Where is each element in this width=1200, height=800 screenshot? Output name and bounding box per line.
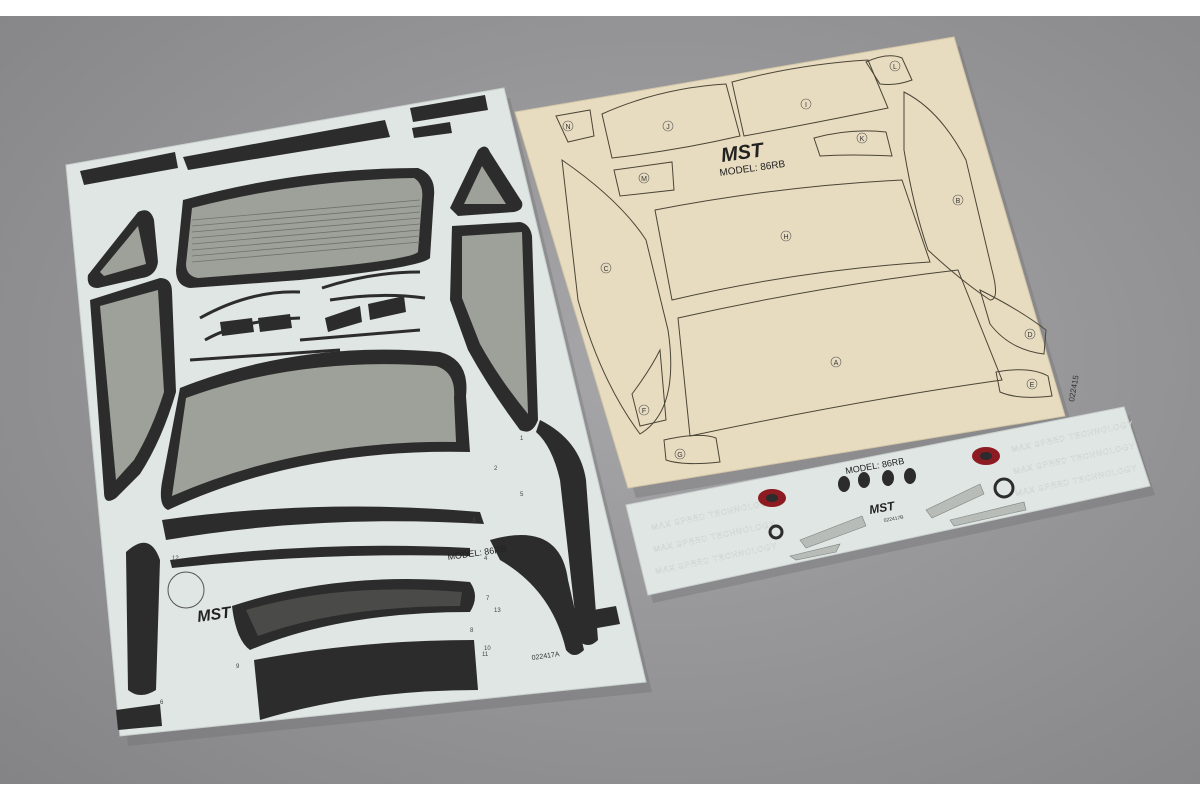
part-number: 9 [236,664,240,670]
part-letter: B [956,198,961,205]
part-number: 1 [520,436,524,442]
quarter-window-right-tint [464,166,506,204]
windshield-tint [172,364,456,496]
bottom-lip-left [116,704,162,730]
part-letter: H [783,234,788,241]
mask-sheet: MST MODEL: 86RB 022415 A B C D E F G H I… [514,36,1081,498]
defroster-lines [191,199,421,263]
bottom-border [0,784,1200,800]
mask-letter-markers: A B C D E F G H I J K L M N [562,60,1038,460]
part-number: 10 [484,646,491,652]
part-number: 12 [172,556,179,562]
part-letter: A [834,360,839,367]
side-window-right-tint [462,232,528,414]
part-letter: D [1027,332,1032,339]
top-strip [183,120,390,170]
white-sheet-logo: MST [196,604,233,626]
strip-decal-sheet: MODEL: 86RB MST 022417B MAX SPEED TECHNO… [625,406,1155,603]
part-letter: G [677,452,682,459]
part-letter: M [641,176,647,183]
part-number: 6 [160,700,164,706]
lower-strip-1 [162,506,484,540]
part-number: 5 [520,492,524,498]
vent-decals [220,296,406,336]
part-number: 2 [494,466,498,472]
part-number: 8 [470,628,474,634]
top-strip-right [410,95,488,122]
front-fender-right [490,535,584,655]
part-letter: E [1030,382,1035,389]
white-sheet-code: 022417A [531,651,560,662]
part-letter: L [893,64,897,71]
sheet-body [625,406,1151,596]
part-number: 13 [494,608,501,614]
part-number: 11 [482,652,489,658]
part-number: 3 [472,518,476,524]
side-window-left-tint [100,290,164,480]
mask-cut-lines [555,55,1053,465]
part-letter: I [805,102,807,109]
lower-grille [254,640,478,720]
white-decal-sheet: MST MODEL: 86RB 022417A 1 2 3 4 5 6 7 8 … [65,87,652,746]
strip-logo: MST [868,498,897,516]
bottom-lip-right [582,606,620,630]
part-letter: F [642,408,646,415]
part-letter: J [666,124,670,131]
side-skirt-left [126,542,160,695]
small-trim-parts [189,270,426,362]
sheet-body [514,36,1066,489]
part-letter: K [860,136,865,143]
top-border [0,0,1200,16]
tail-light-decals [758,447,1000,507]
side-skirt-right [536,420,598,645]
quarter-window-left-tint [100,226,146,276]
part-number: 7 [486,596,490,602]
top-strip-right-2 [412,122,452,138]
part-letter: C [603,266,608,273]
round-marker [167,571,205,609]
part-number: 4 [484,556,488,562]
strip-code: 022417B [883,514,904,524]
part-letter: N [565,124,570,131]
top-strip-left [80,152,178,185]
badge-decals [768,468,1015,540]
white-sheet-number-markers: 1 2 3 4 5 6 7 8 9 10 11 12 13 [160,436,524,706]
grille-mesh [246,589,462,636]
lower-strip-2 [170,545,470,568]
chrome-trim-decals [789,483,1027,561]
